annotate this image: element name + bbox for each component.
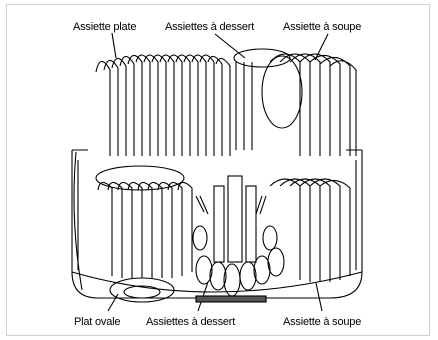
label-assiettes-dessert-bottom: Assiettes à dessert: [146, 316, 235, 328]
label-assiette-plate-top: Assiette plate: [73, 21, 136, 33]
rear-soup-plates: [262, 54, 356, 156]
front-left-plates: [96, 166, 192, 278]
leader-line-top-left: [112, 33, 116, 58]
label-assiette-soupe-bottom: Assiette à soupe: [283, 316, 361, 328]
center-dessert-plates: [193, 176, 284, 296]
leader-line-top-center: [215, 34, 245, 58]
label-assiettes-dessert-top: Assiettes à dessert: [165, 21, 254, 33]
label-plat-ovale: Plat ovale: [74, 316, 120, 328]
rack-floor-front: [72, 272, 362, 292]
front-right-soup-plates: [270, 179, 350, 282]
leader-line-bottom-left: [108, 294, 118, 311]
rack-frame: [72, 150, 362, 298]
rack-handle: [196, 296, 266, 302]
oval-platter: [74, 152, 174, 302]
rear-flat-plates: [96, 55, 230, 156]
label-assiette-soupe-top: Assiette à soupe: [283, 21, 361, 33]
leader-line-bottom-right: [316, 283, 322, 311]
